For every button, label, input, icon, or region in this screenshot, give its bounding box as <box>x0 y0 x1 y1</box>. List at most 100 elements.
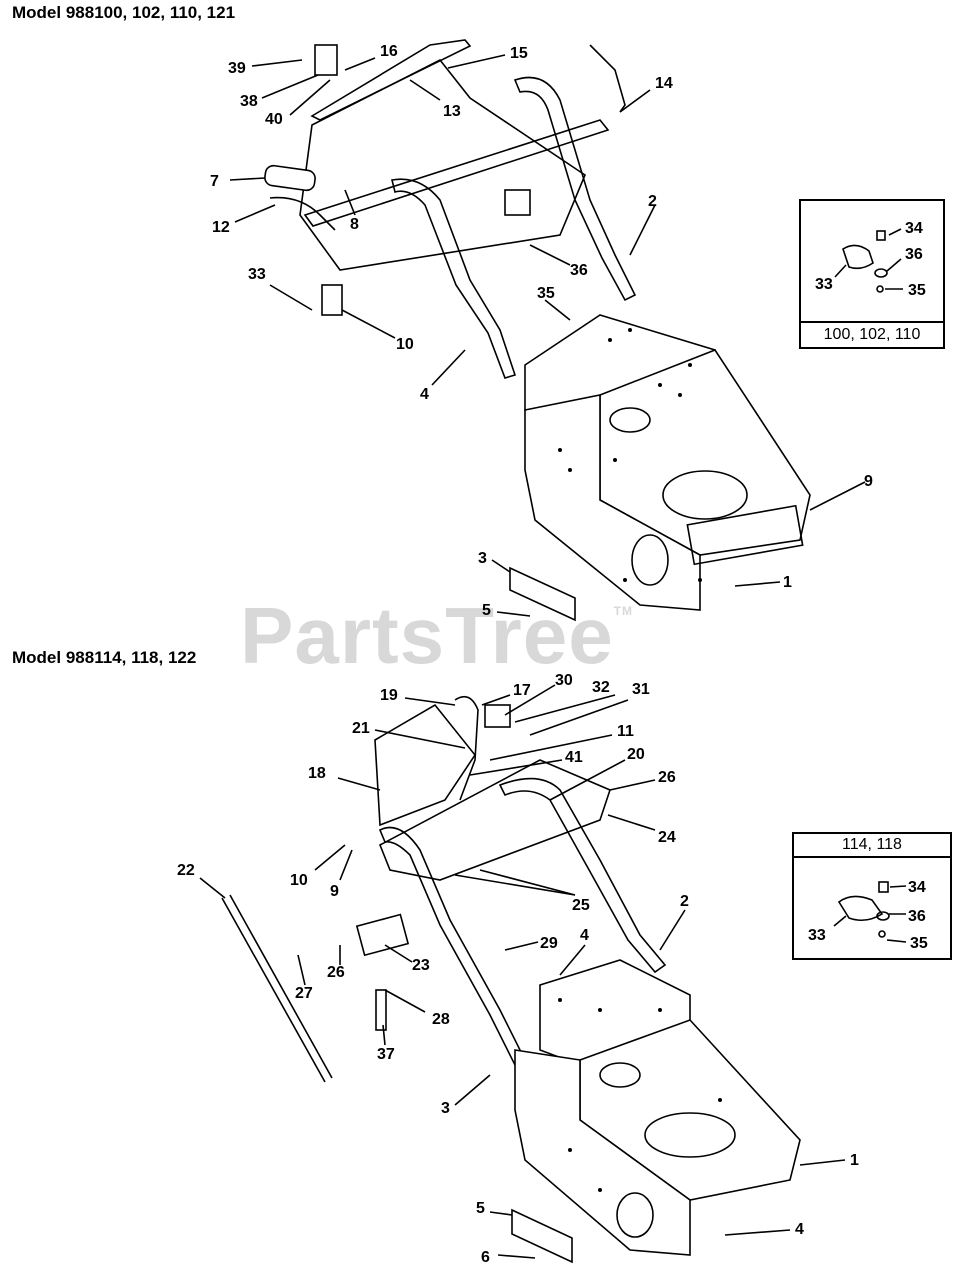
washer-36 <box>876 911 890 921</box>
plate-5 <box>509 566 576 622</box>
callout: 1 <box>850 1152 859 1169</box>
inset-parts: 34 36 33 35 <box>808 879 928 952</box>
inset-caption: 114, 118 <box>794 834 950 858</box>
nut-35 <box>878 930 886 938</box>
shift-lever <box>589 44 626 113</box>
callout: 23 <box>412 957 430 974</box>
callout: 21 <box>352 720 370 737</box>
bracket-30 <box>484 704 511 728</box>
callout: 19 <box>380 687 398 704</box>
svg-text:34: 34 <box>908 879 926 896</box>
callout: 36 <box>570 262 588 279</box>
callout: 22 <box>177 862 195 879</box>
callout: 41 <box>565 749 583 766</box>
upper-assembly <box>229 39 866 622</box>
inset-detail-upper: 34 36 33 35 100, 102, 110 <box>799 199 945 349</box>
callout: 12 <box>212 219 230 236</box>
callouts-upper: 39 16 15 38 13 40 14 7 8 12 2 36 33 35 1… <box>210 43 873 619</box>
svg-text:34: 34 <box>905 220 923 237</box>
cable-bracket-23 <box>355 913 410 957</box>
callout: 17 <box>513 682 531 699</box>
callout: 37 <box>377 1046 395 1063</box>
inset-caption: 100, 102, 110 <box>801 321 943 347</box>
callout: 38 <box>240 93 258 110</box>
handle-left-leg <box>391 178 517 379</box>
section-title-lower: Model 988114, 118, 122 <box>12 648 197 667</box>
callout: 4 <box>580 927 589 944</box>
frame-housing-lower <box>514 959 801 1256</box>
callout: 32 <box>592 679 610 696</box>
callout: 2 <box>680 893 689 910</box>
callout: 15 <box>510 45 528 62</box>
callout: 13 <box>443 103 461 120</box>
callout: 5 <box>476 1200 485 1217</box>
svg-text:36: 36 <box>908 908 926 925</box>
callout: 20 <box>627 746 645 763</box>
inset-detail-lower: 114, 118 34 36 33 35 <box>792 832 952 960</box>
handle-19 <box>454 695 479 801</box>
handle-grip <box>264 164 316 192</box>
lower-assembly <box>199 684 846 1264</box>
washer-36 <box>874 268 888 278</box>
callout: 9 <box>864 473 873 490</box>
callout: 6 <box>481 1249 490 1266</box>
plate-33 <box>842 244 874 270</box>
spring-28 <box>375 989 387 1031</box>
callout: 29 <box>540 935 558 952</box>
bolt-34 <box>876 230 886 241</box>
svg-text:33: 33 <box>815 276 833 293</box>
svg-text:33: 33 <box>808 927 826 944</box>
bracket-9 <box>321 284 343 316</box>
callout: 26 <box>327 964 345 981</box>
crossbar-tube <box>303 119 610 227</box>
svg-text:35: 35 <box>910 935 928 952</box>
callout: 30 <box>555 672 573 689</box>
callout: 11 <box>617 723 634 740</box>
svg-text:35: 35 <box>908 282 926 299</box>
callout: 2 <box>648 193 657 210</box>
callout: 31 <box>632 681 650 698</box>
section-title-upper: Model 988100, 102, 110, 121 <box>12 3 236 22</box>
plate-33 <box>837 895 884 922</box>
callout: 7 <box>210 173 219 190</box>
callout: 18 <box>308 765 326 782</box>
callout: 35 <box>537 285 555 302</box>
svg-text:36: 36 <box>905 246 923 263</box>
callout: 26 <box>658 769 676 786</box>
callout: 33 <box>248 266 266 283</box>
rod-bracket <box>314 44 338 76</box>
bracket-11 <box>504 189 531 216</box>
bolt-34 <box>878 881 889 893</box>
callout: 24 <box>658 829 676 846</box>
callout: 4 <box>420 386 429 403</box>
callout: 10 <box>396 336 414 353</box>
handle-dash-panel <box>299 58 586 271</box>
callout: 8 <box>350 216 359 233</box>
callout: 1 <box>783 574 792 591</box>
callout: 40 <box>265 111 283 128</box>
callout: 25 <box>572 897 590 914</box>
callout: 27 <box>295 985 313 1002</box>
callout: 5 <box>482 602 491 619</box>
rod-22b <box>229 894 333 1079</box>
callout: 16 <box>380 43 398 60</box>
callout: 3 <box>478 550 487 567</box>
callout: 28 <box>432 1011 450 1028</box>
frame-housing <box>524 314 811 611</box>
callout: 39 <box>228 60 246 77</box>
callout: 10 <box>290 872 308 889</box>
callout: 14 <box>655 75 673 92</box>
callout: 4 <box>795 1221 804 1238</box>
control-rod <box>310 39 472 121</box>
nut-35 <box>876 285 884 293</box>
handle-bar-lower <box>498 777 667 974</box>
grip-tube <box>269 196 336 231</box>
rod-22 <box>221 897 326 1083</box>
callouts-lower: 19 17 30 32 31 21 11 41 20 18 26 24 22 1… <box>177 672 859 1266</box>
callout: 9 <box>330 883 339 900</box>
shroud-18 <box>374 703 476 827</box>
plate-5-lower <box>511 1208 573 1264</box>
inset-parts: 34 36 33 35 <box>815 220 926 299</box>
dash-plate-lower <box>378 759 611 881</box>
